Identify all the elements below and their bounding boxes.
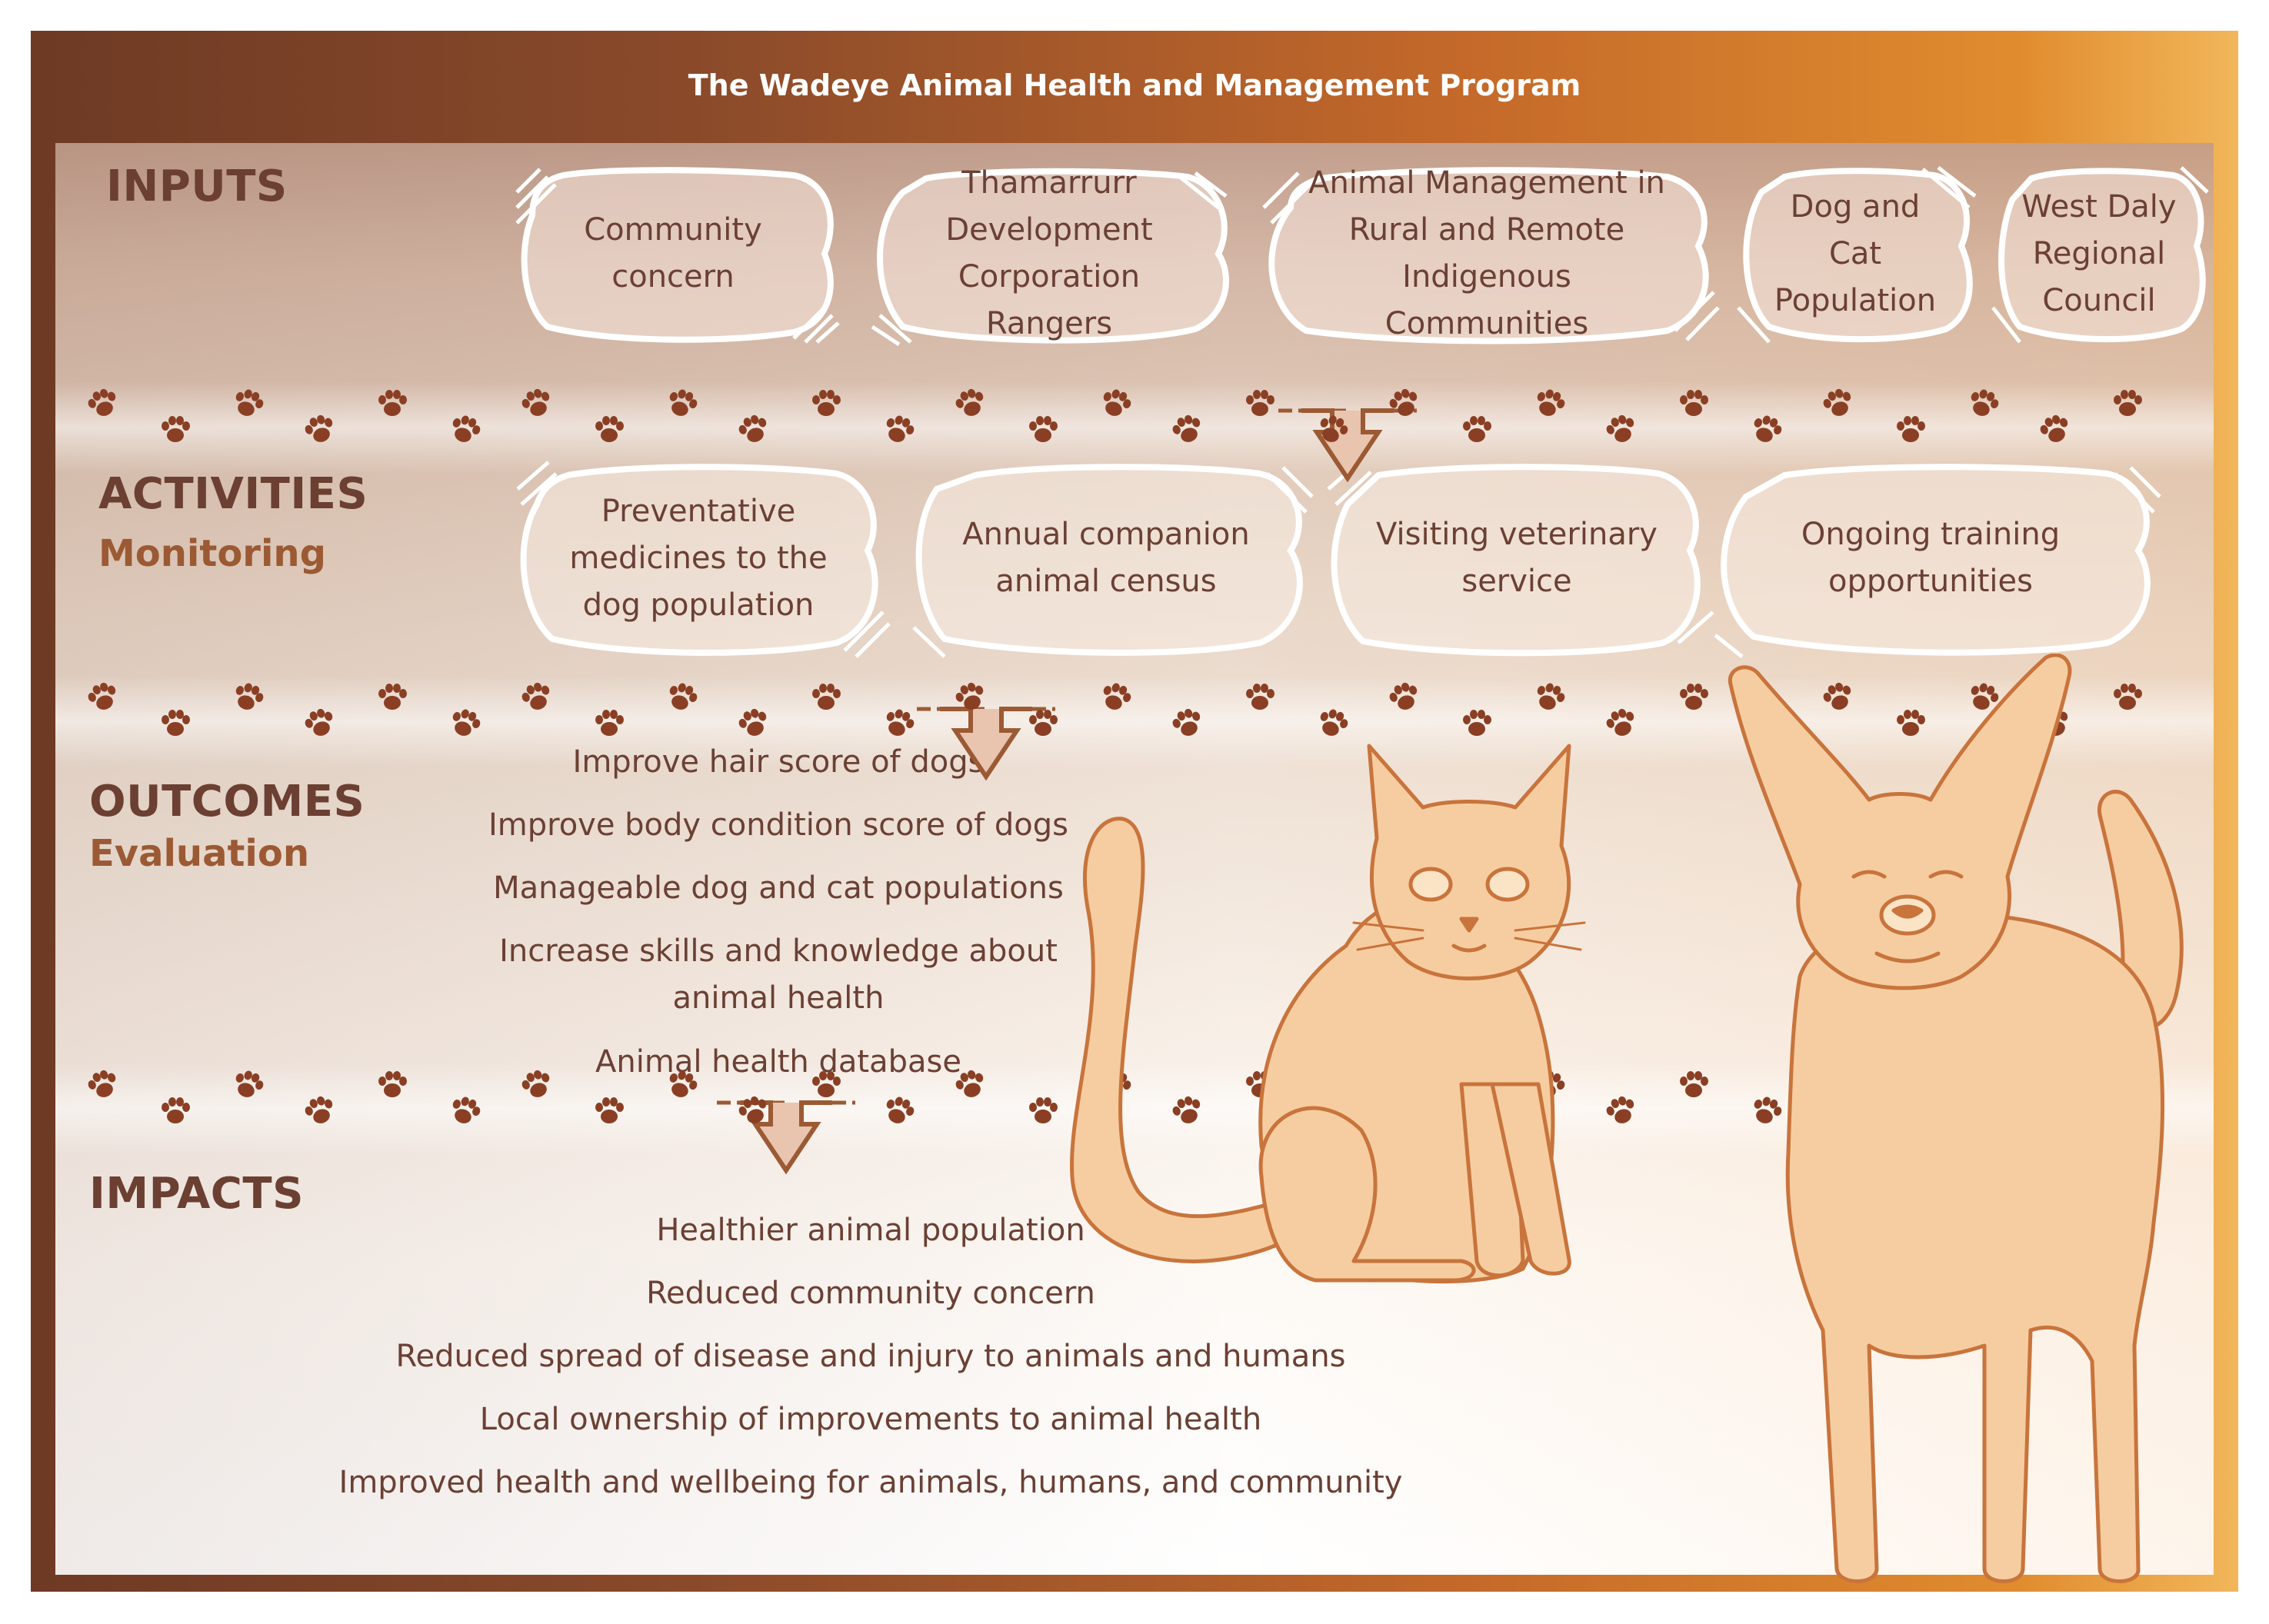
cat-and-dog-illustration [1070,654,2184,1583]
activity-label: Visiting veterinary service [1376,517,1658,599]
impact-item: Improved health and wellbeing for animal… [338,1465,1403,1500]
activity-box: Preventative medicines to the dog popula… [506,458,891,658]
input-box: Community concern [501,161,845,346]
paw-trail-band [55,675,2214,767]
paw-print-icon [1897,416,1925,442]
activity-box: Visiting veterinary service [1317,458,1717,658]
outcome-item: Manageable dog and cat populations [493,870,1064,906]
impact-item: Local ownership of improvements to anima… [479,1402,1262,1437]
paw-print-icon [162,710,190,736]
paw-print-icon [812,390,841,416]
input-label: Animal Management in Rural and Remote In… [1308,165,1665,341]
paw-print-icon [2114,390,2142,416]
impact-item: Healthier animal population [656,1213,1085,1248]
paw-print-icon [162,416,190,442]
input-label: Thamarrurr Development Corporation Range… [945,165,1153,341]
inputs-heading: INPUTS [106,161,288,211]
paw-print-icon [812,684,841,710]
activity-label: Annual companion animal census [962,517,1250,599]
paw-print-icon [595,1097,624,1123]
input-box: West Daly Regional Council [1989,161,2209,346]
impact-item: Reduced spread of disease and injury to … [395,1339,1346,1374]
activities-heading: ACTIVITIES [98,469,368,519]
activity-box: Ongoing training opportunities [1700,458,2161,658]
impacts-heading: IMPACTS [89,1169,304,1219]
input-label: West Daly Regional Council [2021,188,2177,318]
paw-print-icon [1029,416,1058,442]
outcome-item: Improve body condition score of dogs [488,807,1069,843]
cat-illustration [1070,744,1586,1284]
input-box: Dog and Cat Population [1731,161,1980,346]
paw-print-icon [378,1071,407,1097]
paw-print-icon [162,1097,190,1123]
outcomes-heading: OUTCOMES [89,777,365,827]
impact-item: Reduced community concern [646,1276,1095,1311]
paw-print-icon [595,710,624,736]
outcome-item: Animal health database [595,1044,961,1080]
paw-print-icon [378,684,407,710]
paw-print-icon [1246,390,1274,416]
paw-print-icon [812,1071,841,1097]
paw-print-icon [1029,1097,1058,1123]
diagram-title: The Wadeye Animal Health and Management … [688,68,1581,102]
outcome-item: Increase skills and knowledge about anim… [499,933,1058,1016]
input-box: Thamarrurr Development Corporation Range… [857,161,1241,346]
paw-print-icon [378,390,407,416]
dog-illustration [1728,654,2184,1583]
paw-print-icon [595,416,624,442]
paw-trail-band [55,381,2214,474]
activity-box: Annual companion animal census [898,458,1314,658]
paw-print-icon [1680,390,1708,416]
paw-print-icon [1029,710,1058,736]
activity-label: Preventative medicines to the dog popula… [569,493,828,623]
input-label: Community concern [584,212,762,295]
input-label: Dog and Cat Population [1774,188,1937,318]
input-box: Animal Management in Rural and Remote In… [1252,161,1721,346]
monitoring-subheading: Monitoring [98,532,326,575]
activity-label: Ongoing training opportunities [1801,517,2061,599]
evaluation-subheading: Evaluation [89,832,310,875]
outcome-item: Improve hair score of dogs [572,744,985,780]
paw-print-icon [1463,416,1491,442]
